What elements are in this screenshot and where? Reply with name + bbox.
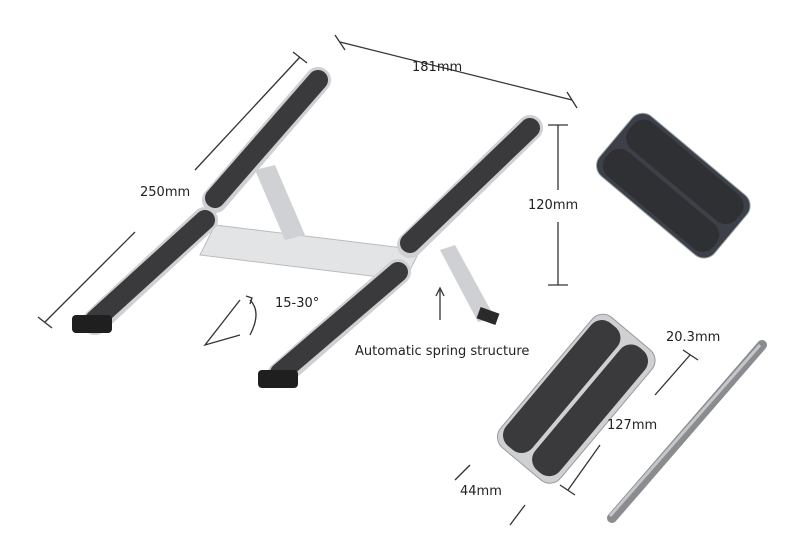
- dimension-lines: [37, 34, 699, 526]
- length-label: 250mm: [140, 185, 191, 200]
- height-label: 120mm: [528, 198, 579, 213]
- spring-label: Automatic spring structure: [355, 344, 530, 359]
- width-label: 181mm: [412, 60, 463, 75]
- angle-label: 15-30°: [275, 296, 320, 311]
- thickness-label: 20.3mm: [666, 330, 721, 345]
- stand-frame: [199, 165, 500, 326]
- stand-arms: [82, 67, 543, 388]
- foot-left: [72, 315, 112, 333]
- folded-width-label: 44mm: [460, 484, 502, 499]
- folded-length-label: 127mm: [607, 418, 658, 433]
- foot-right: [258, 370, 298, 388]
- pen-icon: [607, 340, 767, 523]
- folded-stand-bottom: [496, 313, 656, 484]
- folded-stand-top: [596, 112, 751, 259]
